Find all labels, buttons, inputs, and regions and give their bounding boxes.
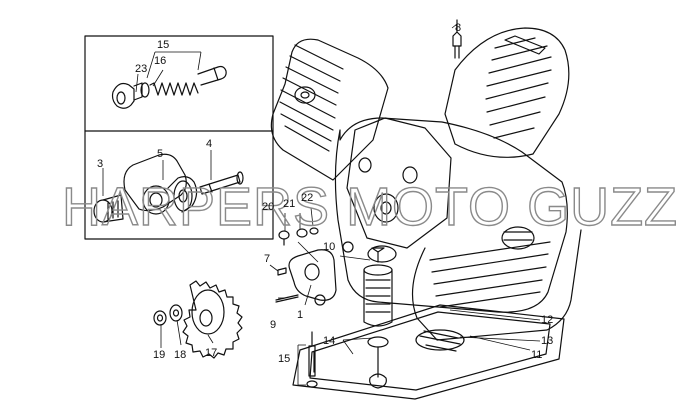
fastener-screw-9 xyxy=(275,294,299,303)
callout-labels: 15 23 16 3 5 4 8 20 21 22 10 7 9 1 12 13… xyxy=(97,22,553,365)
callout-1: 1 xyxy=(297,309,303,321)
callout-18: 18 xyxy=(174,349,186,361)
callout-19: 19 xyxy=(153,349,165,361)
detail-inset-box xyxy=(84,35,274,240)
callout-15-bottom: 15 xyxy=(278,353,290,365)
callout-11: 11 xyxy=(531,349,542,361)
watermark-text: HARPERS MOTO GUZZI© xyxy=(62,177,680,237)
fastener-washer-21 xyxy=(296,228,308,238)
sump-drain-filter xyxy=(367,336,389,389)
pump-shaft xyxy=(199,171,244,195)
callout-4: 4 xyxy=(206,138,212,150)
callout-17: 17 xyxy=(205,347,217,359)
pump-flange xyxy=(288,249,337,306)
sump-strainer xyxy=(415,329,465,352)
callout-12: 12 xyxy=(541,314,553,326)
callout-3: 3 xyxy=(97,158,103,170)
callout-9: 9 xyxy=(270,319,276,331)
pump-cover xyxy=(93,194,124,223)
callout-22: 22 xyxy=(301,192,313,204)
fastener-screw-7 xyxy=(277,267,287,276)
oil-sump-pan xyxy=(292,304,565,400)
fastener-oring-22 xyxy=(309,227,319,235)
callout-5: 5 xyxy=(157,148,163,160)
bolt-set-15 xyxy=(306,331,318,388)
leader-lines xyxy=(102,23,541,386)
callout-14: 14 xyxy=(323,335,335,347)
fastener-screw-20 xyxy=(278,230,290,246)
oil-filter xyxy=(363,247,393,327)
callout-21: 21 xyxy=(283,198,295,210)
sprocket-washer xyxy=(169,304,183,322)
callout-7: 7 xyxy=(264,253,270,265)
callout-8: 8 xyxy=(455,22,461,34)
sprocket-nut xyxy=(153,310,167,326)
oil-pressure-sender xyxy=(452,19,462,59)
drive-sprocket xyxy=(182,280,243,359)
oil-pump-body xyxy=(123,153,198,215)
callout-20: 20 xyxy=(262,201,274,213)
callout-16: 16 xyxy=(154,55,166,67)
callout-13: 13 xyxy=(541,335,553,347)
callout-15-top: 15 xyxy=(157,39,169,51)
engine-crankcase xyxy=(270,27,582,341)
relief-valve-assembly xyxy=(111,65,227,109)
callout-10: 10 xyxy=(323,241,335,253)
crankcase-gear xyxy=(367,245,397,263)
callout-23: 23 xyxy=(135,63,147,75)
